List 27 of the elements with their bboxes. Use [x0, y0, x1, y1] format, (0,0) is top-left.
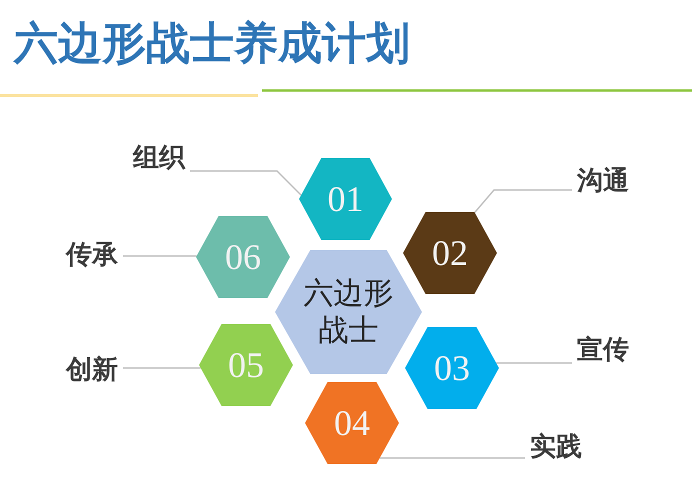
hexagon — [405, 327, 499, 409]
step-number: 06 — [225, 239, 261, 275]
hexagon — [305, 382, 399, 464]
hexagon — [403, 212, 497, 294]
category-label: 宣传 — [577, 336, 629, 365]
leader-line — [190, 170, 302, 196]
leader-line — [123, 367, 201, 369]
leader-line — [380, 457, 525, 459]
leader-line — [496, 362, 572, 364]
leader-line — [123, 255, 197, 257]
title: 六边形战士养成计划 — [14, 20, 410, 68]
hexagon — [196, 216, 290, 298]
center-hexagon — [275, 250, 422, 374]
category-label: 实践 — [530, 433, 582, 462]
hexagon — [199, 324, 293, 406]
leader-line — [474, 189, 572, 213]
center-label: 六边形战士 — [302, 274, 394, 350]
category-label: 沟通 — [577, 167, 629, 196]
category-label: 组织 — [133, 144, 185, 173]
step-number: 03 — [434, 350, 470, 386]
step-number: 02 — [432, 235, 468, 271]
step-number: 05 — [228, 347, 264, 383]
category-label: 创新 — [66, 356, 118, 385]
category-label: 传承 — [66, 241, 118, 270]
hexagon — [299, 158, 392, 240]
step-number: 01 — [328, 181, 364, 217]
step-number: 04 — [334, 405, 370, 441]
